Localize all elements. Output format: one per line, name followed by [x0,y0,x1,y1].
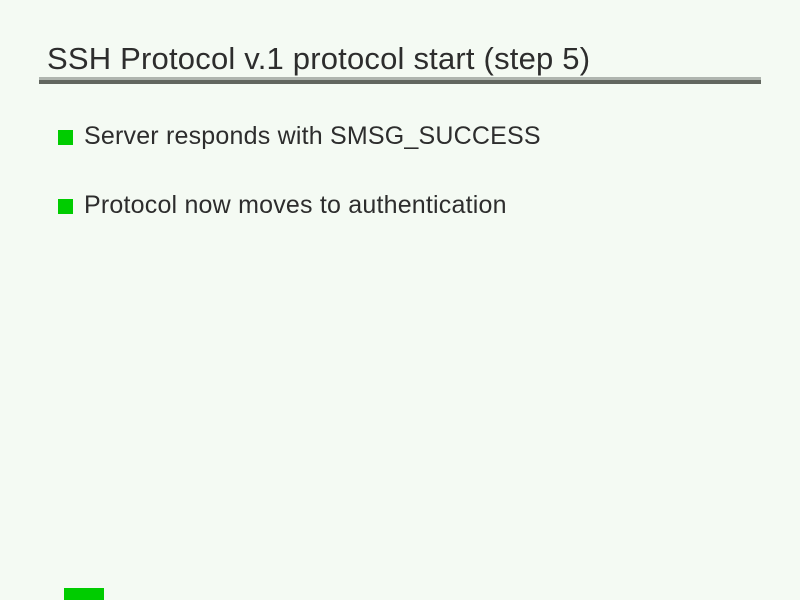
title-underline [39,80,761,84]
bullet-item: Server responds with SMSG_SUCCESS [58,124,541,149]
slide-progress-indicator [64,588,104,600]
bullet-item: Protocol now moves to authentication [58,193,507,218]
title-underline-highlight [39,77,761,80]
bullet-square-icon [58,199,73,214]
bullet-square-icon [58,130,73,145]
bullet-text: Server responds with SMSG_SUCCESS [84,122,541,150]
slide-title: SSH Protocol v.1 protocol start (step 5) [47,41,591,76]
bullet-text: Protocol now moves to authentication [84,191,507,219]
